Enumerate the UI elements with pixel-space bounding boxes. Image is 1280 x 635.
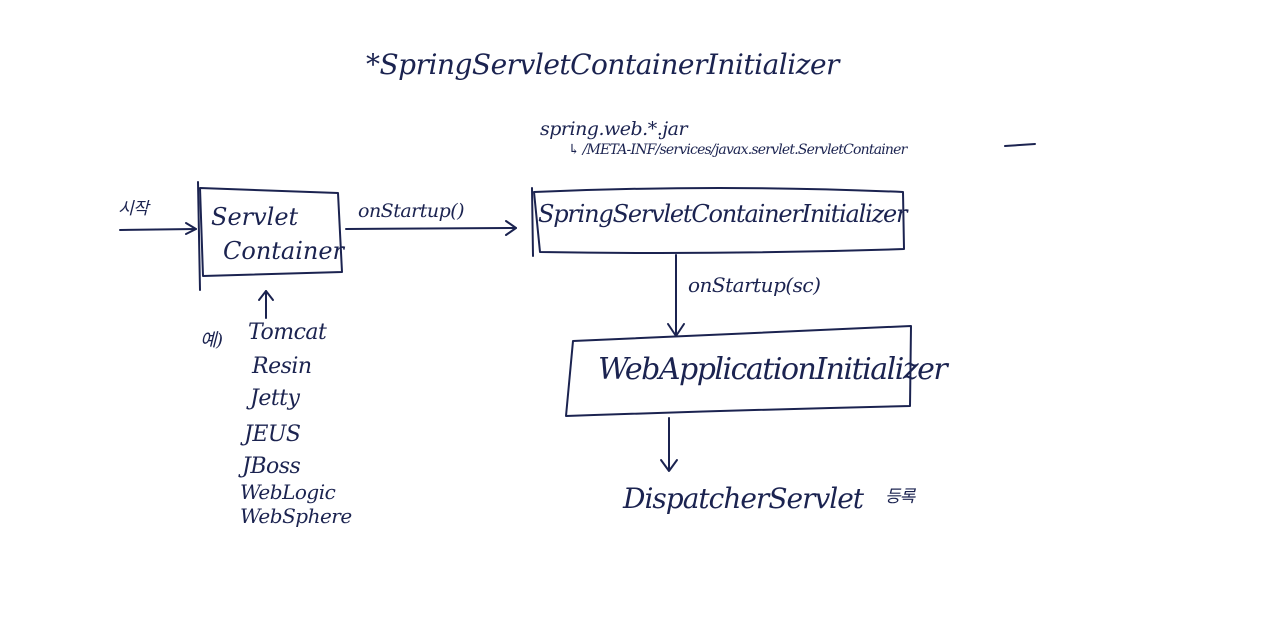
up-arrow-head [258, 290, 274, 301]
list-item-container: Resin [252, 354, 312, 379]
page-title: *SpringServletContainerInitializer [366, 48, 839, 81]
list-item-container: JBoss [242, 454, 301, 479]
onstartup-label: onStartup() [358, 200, 465, 222]
servlet-container-box-left-tick [197, 181, 201, 291]
servlet-container-label: Servlet Container [205, 200, 345, 268]
jar-note-line1: spring.web.*.jar [540, 118, 688, 140]
start-arrow [119, 228, 197, 231]
onstartup-arrow-head [505, 220, 517, 236]
spring-initializer-box-left-tick [531, 187, 534, 257]
dispatcher-suffix: 등록 [884, 487, 915, 507]
list-item-container: WebSphere [240, 504, 352, 528]
jar-note-line2: ↳ /META-INF/services/javax.servlet.Servl… [568, 142, 907, 158]
list-item-container: JEUS [244, 422, 301, 447]
web-app-initializer-box [565, 325, 912, 417]
spring-initializer-box [533, 187, 905, 254]
jar-path-tail [1004, 143, 1036, 147]
servlet-container-line1: Servlet [211, 203, 299, 231]
servlet-container-box [199, 187, 343, 277]
start-arrow-head [185, 222, 197, 235]
onstartup-sc-label: onStartup(sc) [688, 273, 821, 297]
list-item-container: Tomcat [248, 320, 327, 345]
dispatcher-arrow-head [660, 459, 678, 472]
dispatcher-servlet-text: DispatcherServlet [623, 482, 864, 515]
onstartup-arrow [345, 227, 517, 230]
start-label: 시작 [118, 199, 149, 219]
spring-initializer-label: SpringServletContainerInitializer [538, 200, 908, 228]
dispatcher-servlet-label: DispatcherServlet 등록 [623, 482, 915, 515]
list-item-container: Jetty [250, 386, 300, 411]
list-item-container: WebLogic [240, 480, 336, 504]
servlet-container-line2: Container [223, 237, 345, 265]
examples-prefix: 예) [200, 330, 223, 351]
web-app-initializer-label: WebApplicationInitializer [598, 352, 948, 387]
